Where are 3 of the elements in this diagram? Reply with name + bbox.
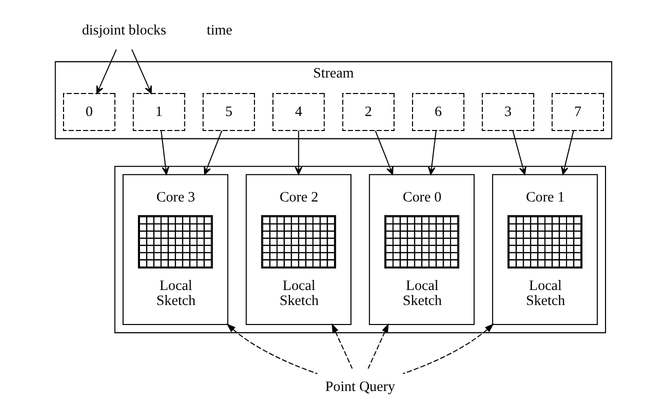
label: time: [206, 22, 232, 39]
node-text: Point Query: [324, 378, 395, 395]
node-text: disjoint blocks: [82, 22, 166, 39]
